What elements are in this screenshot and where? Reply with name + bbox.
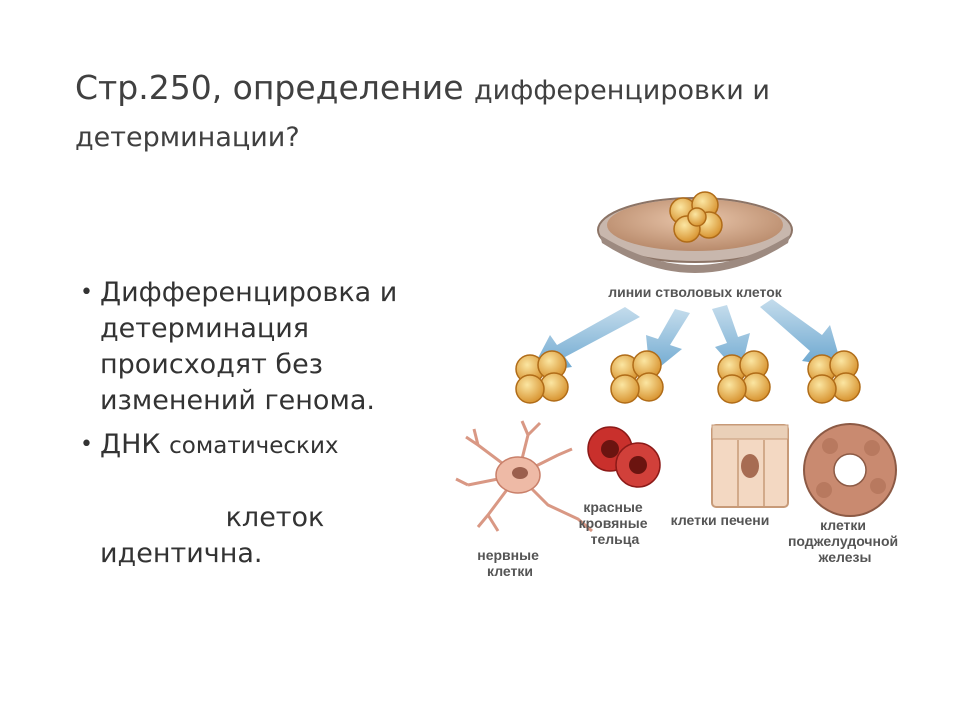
stem-cell-cluster-3 [717, 350, 771, 404]
liver-cells-label: клетки печени [671, 512, 770, 528]
stem-cell-differentiation-illustration: линии стволовых клеток [455, 191, 902, 579]
arrow-4 [760, 299, 842, 367]
stem-cell-cluster-top [669, 191, 723, 243]
differentiation-arrows [530, 299, 842, 375]
pancreas-label-line-3: железы [818, 549, 872, 565]
nerve-label-line-1: нервные [477, 547, 539, 563]
liver-cells [711, 424, 789, 508]
bullet-list: Дифференцировка и детерминация происходя… [80, 275, 450, 572]
nerve-cells-label: нервные клетки [477, 547, 543, 579]
bullet-item-2: ДНК соматических клеток идентична. [80, 427, 450, 572]
pancreas-label-line-1: клетки [820, 517, 866, 533]
title-part2: дифференцировки и детерминации? [75, 75, 770, 153]
bullet-2-part-somatic: соматических [169, 433, 339, 459]
blood-label-line-2: кровяные [579, 515, 648, 531]
nerve-label-line-2: клетки [487, 563, 533, 579]
title-part1: Стр.250, определение [75, 68, 475, 107]
pancreas-cells-label: клетки поджелудочной железы [788, 517, 902, 565]
nerve-cell [455, 420, 593, 533]
slide-title: Стр.250, определение дифференцировки и д… [75, 66, 875, 160]
bullet-2-part-dna: ДНК [100, 429, 170, 460]
stem-cell-cluster-2 [610, 350, 664, 404]
pancreas-cells [803, 423, 897, 517]
red-blood-cells [587, 426, 661, 488]
pancreas-label-line-2: поджелудочной [788, 533, 898, 549]
bullet-item-1: Дифференцировка и детерминация происходя… [80, 275, 450, 419]
stem-lines-label: линии стволовых клеток [608, 284, 783, 300]
blood-label-line-1: красные [583, 499, 643, 515]
blood-label-line-3: тельца [591, 531, 640, 547]
bullet-2-part-cells: клеток [225, 502, 325, 533]
stem-cell-cluster-4 [807, 350, 861, 404]
stem-cell-cluster-1 [515, 350, 569, 404]
red-blood-cells-label: красные кровяные тельца [579, 499, 652, 547]
bullet-2-part-identical: идентична. [100, 538, 263, 569]
